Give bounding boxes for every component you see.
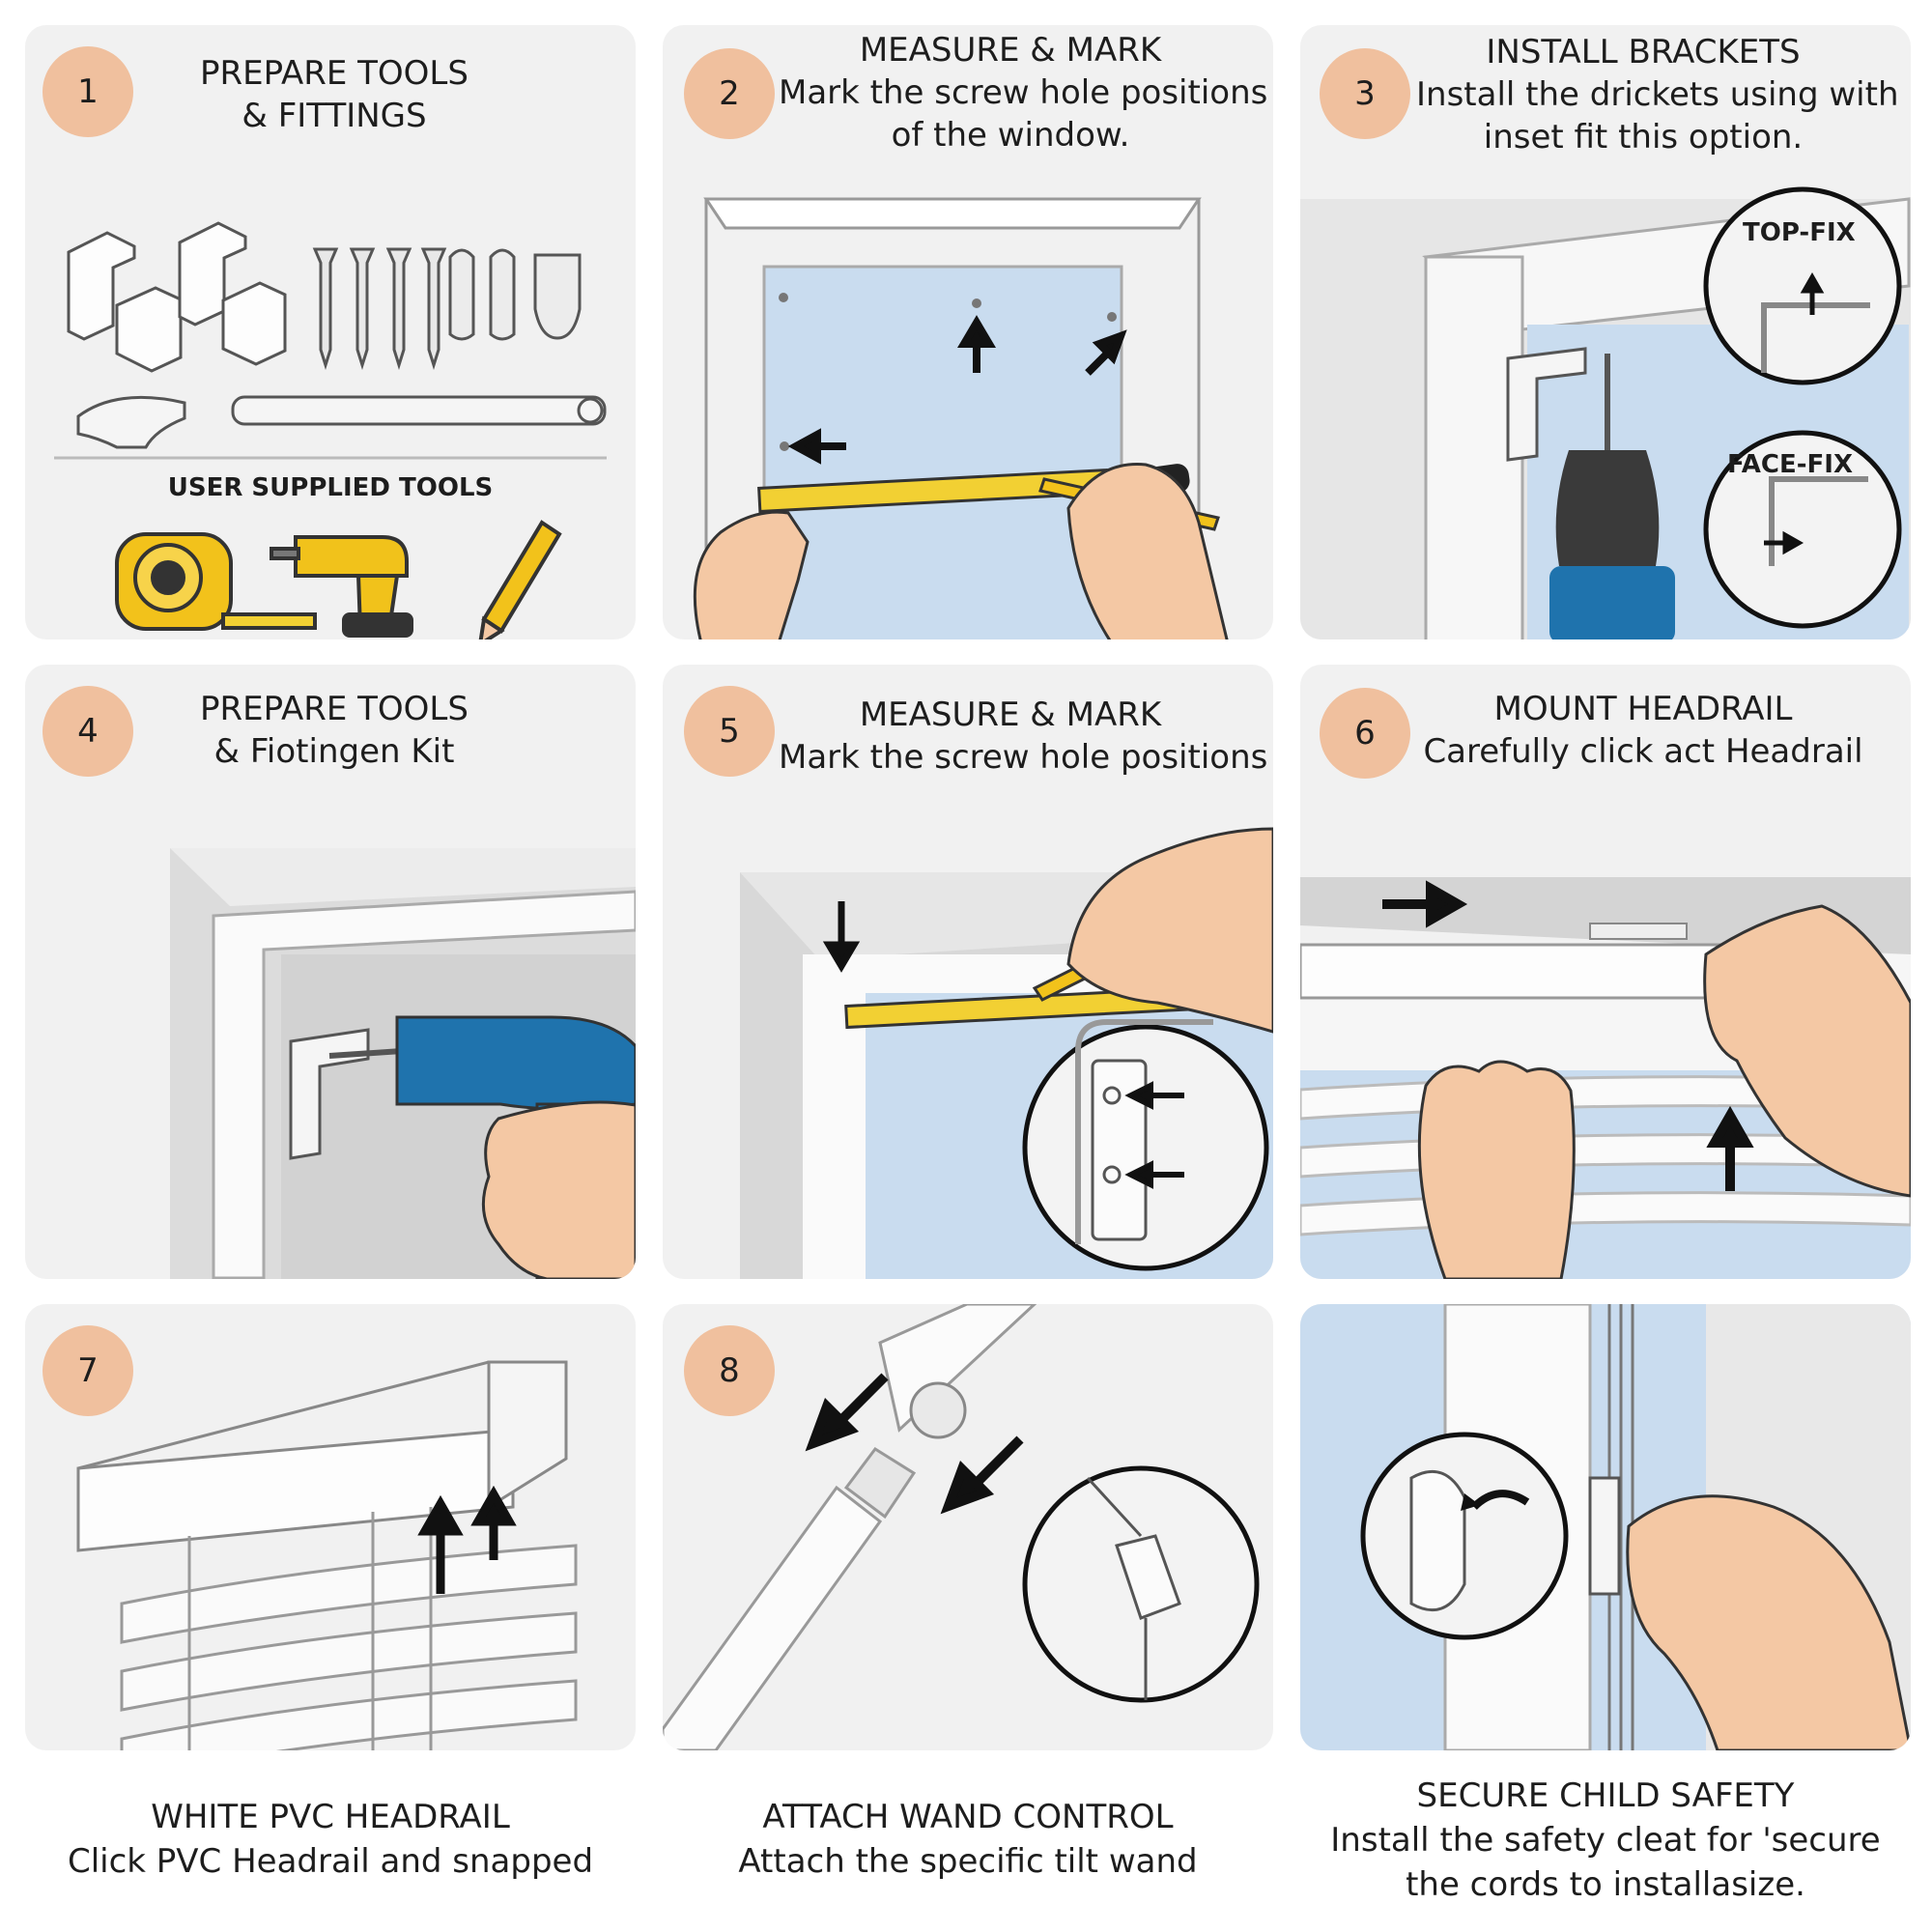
- bracket-icon: [1091, 1059, 1148, 1241]
- arrow-icon: [1764, 271, 1825, 555]
- step-number-badge: 5: [684, 686, 775, 777]
- wall-plug-icon: [448, 248, 582, 341]
- top-fix-label: TOP-FIX: [1743, 218, 1856, 247]
- child-safety-illustration: [1300, 1304, 1911, 1750]
- user-supplied-tools-label: USER SUPPLIED TOOLS: [168, 473, 494, 502]
- screw-icon: [312, 247, 447, 371]
- window-measure-illustration: [693, 197, 1229, 639]
- bracket-install-illustration: [1300, 186, 1911, 639]
- step-9-panel: 9: [1300, 1304, 1911, 1750]
- blind-slats: [120, 1544, 578, 1750]
- bracket-icon: [1506, 347, 1587, 462]
- arrow-icon: [805, 1373, 1024, 1515]
- arrow-icon: [1471, 1490, 1530, 1510]
- step-number-badge: 4: [43, 686, 133, 777]
- tilt-wand: [663, 1485, 883, 1750]
- drill-icon: [270, 535, 413, 638]
- step-number-badge: 2: [684, 48, 775, 139]
- bracket-icon: [289, 1028, 370, 1160]
- face-fix-label: FACE-FIX: [1727, 450, 1854, 479]
- fittings-illustration: USER SUPPLIED TOOLS: [54, 221, 607, 639]
- window-glass: [762, 265, 1123, 639]
- arrow-icon: [822, 901, 861, 973]
- arrow-icon: [1124, 1081, 1184, 1189]
- step-number-badge: 1: [43, 46, 133, 137]
- tape-measure-icon: [115, 532, 317, 631]
- hand-right: [1066, 463, 1229, 639]
- step-number-badge: 6: [1320, 688, 1410, 779]
- step-8-caption: ATTACH WAND CONTROL Attach the specific …: [738, 1798, 1198, 1881]
- step-9-caption: SECURE CHILD SAFETY Install the safety c…: [1330, 1776, 1881, 1904]
- headrail-illustration: [76, 1360, 578, 1750]
- wand-illustration: [663, 1304, 1260, 1750]
- mount-headrail-illustration: [1300, 877, 1911, 1279]
- safety-cleat: [1588, 1476, 1621, 1596]
- drill-bracket-illustration: [170, 848, 636, 1279]
- pencil-icon: [478, 520, 562, 639]
- step-number-badge: 7: [43, 1325, 133, 1416]
- step-8-panel: 8: [663, 1304, 1273, 1750]
- step-title: PREPARE TOOLS & Fiotingen Kit: [200, 690, 469, 771]
- hand-left: [693, 510, 810, 639]
- headrail-clip: [76, 395, 607, 449]
- step-6-panel: 6 MOUNT HEADRAIL Carefully click act Hea…: [1300, 665, 1911, 1279]
- step-3-panel: 3 INSTALL BRACKETS Install the drickets …: [1300, 25, 1911, 639]
- measure-bracket-illustration: [740, 827, 1273, 1279]
- step-title: MEASURE & MARK Mark the screw hole posit…: [779, 696, 1268, 777]
- step-4-panel: 4 PREPARE TOOLS & Fiotingen Kit: [25, 665, 636, 1279]
- bracket-icon: [67, 221, 287, 373]
- headrail: [76, 1428, 515, 1552]
- hand: [481, 1100, 636, 1279]
- step-title: INSTALL BRACKETS Install the drickets us…: [1416, 33, 1899, 156]
- step-7-panel: 7: [25, 1304, 636, 1750]
- step-2-panel: 2 MEASURE & MARK Mark the screw hole pos…: [663, 25, 1273, 639]
- hand: [1626, 1494, 1911, 1750]
- step-title: MOUNT HEADRAIL Carefully click act Headr…: [1423, 690, 1863, 771]
- hand-left: [1417, 1060, 1576, 1279]
- drill-icon: [1549, 354, 1675, 639]
- step-7-caption: WHITE PVC HEADRAIL Click PVC Headrail an…: [67, 1798, 594, 1881]
- hand: [1066, 827, 1273, 1034]
- step-5-panel: 5 MEASURE & MARK Mark the screw hole pos…: [663, 665, 1273, 1279]
- magnifier-inset-icon: [1703, 186, 1902, 385]
- arrow-icon: [1382, 880, 1754, 1191]
- hand-right: [1703, 904, 1911, 1198]
- step-1-panel: 1 PREPARE TOOLS & FITTINGS USER SUPP: [25, 25, 636, 639]
- step-title: MEASURE & MARK Mark the screw hole posit…: [779, 31, 1268, 155]
- step-title: PREPARE TOOLS & FITTINGS: [200, 54, 469, 135]
- step-number-badge: 8: [684, 1325, 775, 1416]
- arrow-icon: [417, 1485, 517, 1594]
- step-number-badge: 3: [1320, 48, 1410, 139]
- arrow-icon: [787, 315, 1127, 465]
